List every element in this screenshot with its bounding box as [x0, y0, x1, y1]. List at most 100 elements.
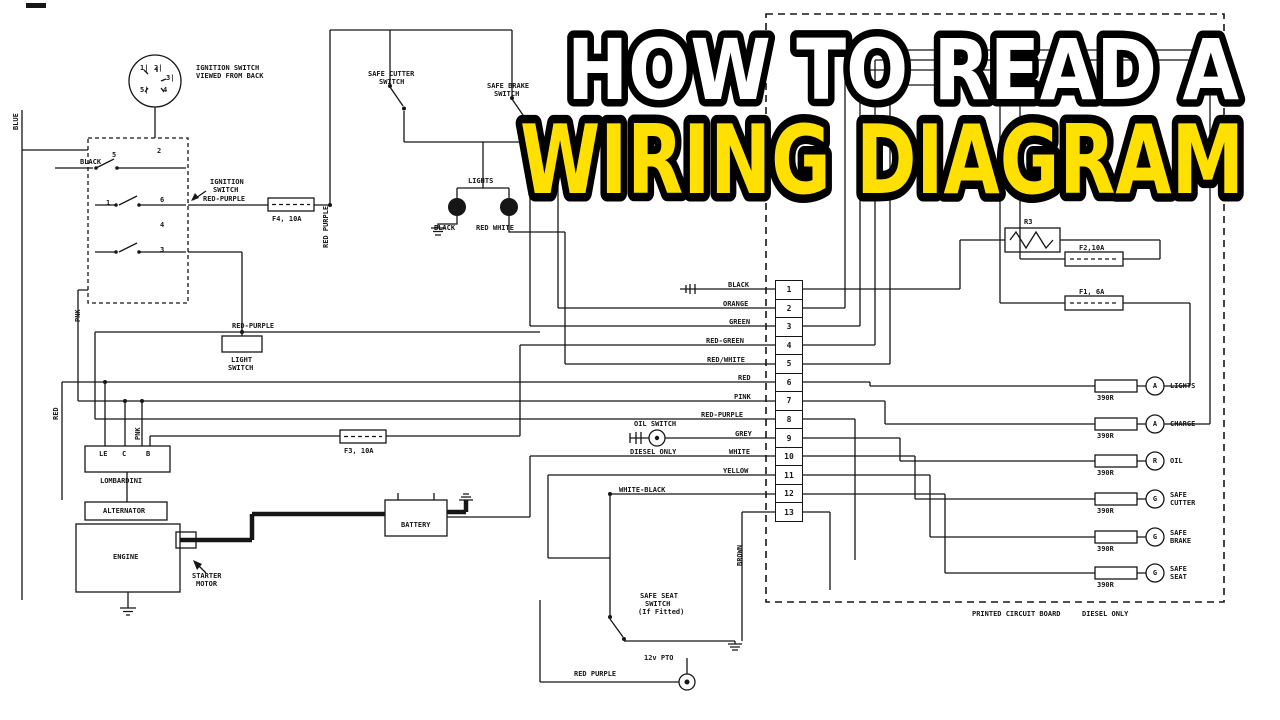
alternator-box	[84, 501, 168, 521]
r3-resistor-box	[1004, 227, 1061, 253]
diagram-label: SWITCH	[213, 186, 239, 194]
diagram-label: WHITE	[729, 448, 751, 456]
oil-switch-dot	[654, 435, 660, 441]
diagram-label: PRINTED CIRCUIT BOARD	[972, 610, 1061, 618]
indicator-letter: G	[1152, 533, 1158, 541]
indicator-label: SAFE	[1170, 529, 1187, 537]
diagram-label: RED-PURPLE	[203, 195, 246, 203]
indicator-label: CHARGE	[1170, 420, 1196, 428]
fuse-f4	[267, 197, 315, 212]
diagram-label: BLACK	[728, 281, 750, 289]
indicator-letter: R	[1152, 457, 1158, 465]
terminal-cell: 11	[776, 465, 802, 484]
indicator-label: SAFE	[1170, 491, 1187, 499]
diagram-label: 2	[157, 147, 162, 155]
oil-switch-circle	[648, 429, 666, 447]
terminal-cell: 6	[776, 372, 802, 392]
pcb-resistor-boxes	[1094, 379, 1138, 580]
diagram-label: 6	[160, 196, 165, 204]
fuse-f2	[1064, 251, 1124, 267]
light-switch-box	[221, 335, 263, 353]
resistor-value-label: 390R	[1097, 432, 1114, 440]
diagram-label: RED-PURPLE	[232, 322, 275, 330]
diagram-label: VIEWED FROM BACK	[196, 72, 264, 80]
diagram-label: RED-PURPLE	[701, 411, 744, 419]
terminal-cell: 10	[776, 446, 802, 466]
terminal-cell: 12	[776, 483, 802, 503]
pcb-dashed-border	[765, 13, 1225, 603]
terminal-cell: 2	[776, 298, 802, 318]
terminal-cell: 3	[776, 317, 802, 336]
diagram-label: 4	[160, 221, 165, 229]
terminal-cell: 7	[776, 391, 802, 410]
terminal-cell: 5	[776, 354, 802, 373]
diagram-label: 3|	[166, 74, 175, 82]
indicator-circles	[1145, 376, 1165, 583]
diagram-label: LE	[99, 450, 108, 458]
diagram-label: LIGHTS	[468, 177, 494, 185]
resistor-value-label: 390R	[1097, 507, 1114, 515]
fuse-f1	[1064, 295, 1124, 311]
diagram-label: SWITCH	[645, 600, 671, 608]
diagram-label: SWITCH	[494, 90, 520, 98]
diagram-label: 2|	[154, 64, 163, 72]
ignition-detail-dashed-box	[87, 137, 189, 304]
diagram-label: 4	[163, 86, 168, 94]
diagram-label: SAFE CUTTER	[368, 70, 415, 78]
pto-connector-circle	[678, 673, 696, 691]
diagram-label: IGNITION SWITCH	[196, 64, 260, 72]
diagram-label: C	[122, 450, 127, 458]
scan-artifact	[26, 3, 46, 8]
diagram-label: RED/WHITE	[707, 356, 745, 364]
terminal-cell: 4	[776, 335, 802, 355]
diagram-label: SWITCH	[228, 364, 254, 372]
resistor-value-label: 390R	[1097, 469, 1114, 477]
diagram-label: BLACK	[80, 158, 102, 166]
ground-symbols	[120, 227, 742, 651]
battery-box	[384, 499, 448, 537]
diagram-label: 5|	[140, 86, 149, 94]
diagram-label: B	[146, 450, 151, 458]
alternator-terminals-box	[84, 445, 171, 473]
fuse-f3	[339, 429, 387, 444]
diagram-label: PINK	[734, 393, 751, 401]
indicator-label: OIL	[1170, 457, 1183, 465]
diagram-label: BLACK	[434, 224, 456, 232]
title-line-2: WIRING DIAGRAM	[520, 106, 1244, 216]
junction-dots	[94, 84, 626, 641]
terminal-cell: 13	[776, 502, 802, 521]
indicator-label: SAFE	[1170, 565, 1187, 573]
indicator-letter: G	[1152, 495, 1158, 503]
diagram-label: GREY	[735, 430, 752, 438]
diagram-label: RED-GREEN	[706, 337, 744, 345]
diagram-label: LOMBARDINI	[100, 477, 143, 485]
schematic-wires	[21, 29, 1222, 683]
diagram-label: LIGHT	[231, 356, 253, 364]
diagram-label: ENGINE	[113, 553, 139, 561]
terminal-cell: 8	[776, 409, 802, 429]
diagram-label: OIL SWITCH	[634, 420, 677, 428]
starter-motor-box	[175, 531, 197, 549]
indicator-label: LIGHTS	[1170, 382, 1196, 390]
diagram-label: 5	[112, 151, 117, 159]
resistor-value-label: 390R	[1097, 581, 1114, 589]
diagram-label: DIESEL ONLY	[1082, 610, 1129, 618]
diagram-label: IGNITION	[210, 178, 244, 186]
resistor-value-label: 390R	[1097, 545, 1114, 553]
diagram-label: F4, 10A	[272, 215, 302, 223]
diagram-label: RED PURPLE	[574, 670, 617, 678]
diagram-label: WHITE-BLACK	[619, 486, 666, 494]
diagram-label: BATTERY	[401, 521, 431, 529]
diagram-label: RED WHITE	[476, 224, 514, 232]
terminal-cell: 1	[786, 285, 792, 295]
diagram-label: MOTOR	[196, 580, 218, 588]
diagram-label: F1, 6A	[1079, 288, 1105, 296]
pto-dot	[684, 679, 690, 685]
diagram-label: 12v PTO	[644, 654, 674, 662]
engine-box	[75, 523, 181, 593]
diagram-label: 1	[106, 199, 111, 207]
